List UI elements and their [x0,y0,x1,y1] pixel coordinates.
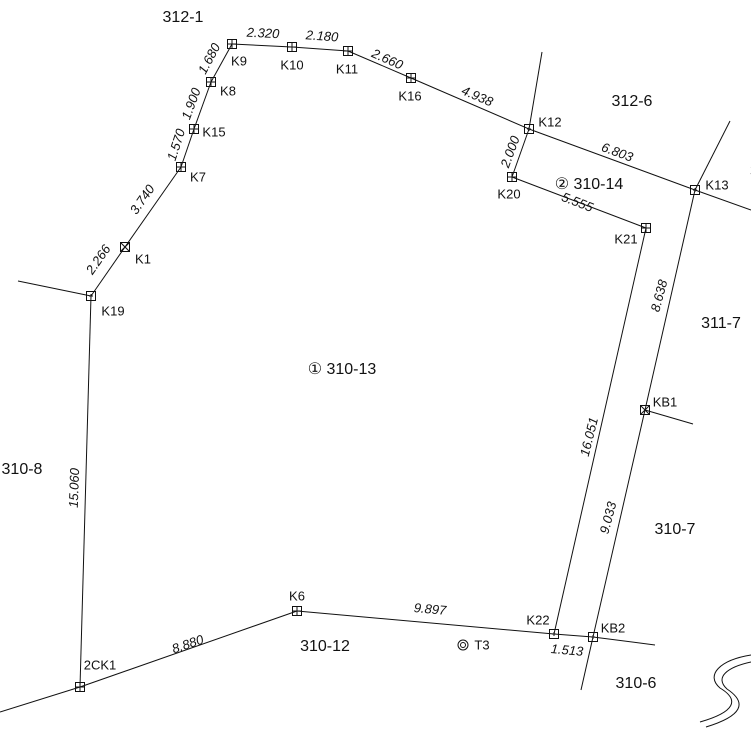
boundary-marker-plus-icon [588,632,598,642]
distance-label: 6.803 [600,139,636,164]
point-label: K1 [135,251,151,266]
distance-label: 2.660 [369,45,406,73]
boundary-marker-circle-icon [457,639,469,651]
parcel-number: 312-6 [612,93,653,110]
point-label: K21 [614,231,637,246]
road-curve [705,661,751,728]
parcel-number: 310-7 [655,521,696,538]
boundary-marker-grid-icon [176,162,186,172]
road-curve [699,654,751,723]
boundary-line [410,77,530,130]
boundary-marker-x-icon [640,405,650,415]
boundary-marker-plus-icon [524,124,534,134]
distance-label: 9.897 [413,600,447,618]
point-label: K10 [280,57,303,72]
point-label: K20 [497,186,520,201]
boundary-line [90,246,126,297]
boundary-line [79,610,298,688]
point-label: KB1 [653,394,678,409]
distance-label: 2.266 [82,241,114,278]
distance-label: 2.180 [304,27,339,44]
distance-label: 2.000 [497,133,523,170]
boundary-line [0,686,81,713]
distance-label: 8.638 [648,277,671,313]
boundary-line [553,227,647,635]
distance-label: 1.900 [178,85,203,121]
boundary-marker-grid-icon [406,73,416,83]
point-label: K16 [398,88,421,103]
boundary-line [592,636,656,646]
boundary-line [193,81,212,130]
boundary-marker-grid-icon [641,223,651,233]
boundary-line [553,633,594,638]
point-label: K19 [101,303,124,318]
boundary-marker-grid-icon [227,39,237,49]
boundary-marker-grid-icon [189,124,199,134]
parcel-number: 310-12 [300,638,350,655]
boundary-line [644,409,694,425]
parcel-number: 310-6 [616,675,657,692]
point-label: K12 [538,114,561,129]
point-label: K13 [705,177,728,192]
parcel-number: 310-8 [2,461,43,478]
point-label: T3 [474,637,489,652]
distance-label: 4.938 [460,83,497,110]
boundary-line [210,43,233,83]
distance-label: 2.320 [245,25,280,42]
boundary-line [580,636,594,691]
distance-label: 9.033 [597,499,620,535]
distance-label: 1.513 [550,641,584,659]
boundary-line [180,128,195,168]
boundary-line [79,295,92,688]
boundary-marker-grid-icon [507,172,517,182]
point-label: K11 [336,61,358,76]
boundary-marker-plus-icon [549,629,559,639]
boundary-marker-grid-icon [343,46,353,56]
point-label: KB2 [601,620,626,635]
boundary-line [528,128,696,191]
point-label: K9 [231,53,247,68]
boundary-line [17,280,92,297]
boundary-marker-grid-icon [292,606,302,616]
point-label: 2CK1 [84,657,117,672]
boundary-line [511,128,530,178]
boundary-line [694,120,731,191]
point-label: K15 [202,124,225,139]
boundary-marker-grid-icon [287,42,297,52]
boundary-line [347,50,412,79]
boundary-line [231,43,293,48]
parcel-number: ② 310-14 [555,176,624,193]
boundary-marker-grid-icon [206,77,216,87]
distance-label: 8.880 [170,631,206,656]
distance-label: 3.740 [127,181,158,217]
point-label: K8 [220,83,236,98]
boundary-line [511,176,647,229]
boundary-line [291,46,349,52]
boundary-line [694,189,751,211]
parcel-number: 311-7 [701,315,741,332]
parcel-number: ① 310-13 [308,361,377,378]
point-label: K7 [190,169,206,184]
boundary-line [592,409,646,638]
point-label: K22 [526,612,549,627]
boundary-line [124,166,182,248]
parcel-number: 312-1 [163,9,204,26]
boundary-marker-plus-icon [690,185,700,195]
boundary-line [644,189,696,411]
distance-label: 15.060 [66,467,82,508]
boundary-line [528,51,543,130]
boundary-marker-x-icon [120,242,130,252]
distance-label: 16.051 [577,416,601,458]
point-label: K6 [289,588,305,603]
distance-label: 1.680 [195,40,224,76]
boundary-line [296,610,555,635]
boundary-marker-plus-icon [86,291,96,301]
boundary-marker-grid-icon [75,682,85,692]
